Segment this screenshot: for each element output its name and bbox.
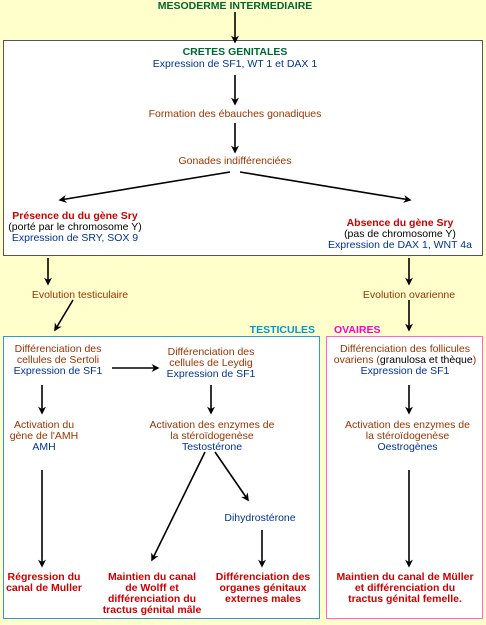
cretes-expression: Expression de SF1, WT 1 et DAX 1: [152, 58, 318, 70]
cretes-genitales-box: [3, 40, 483, 256]
arrow-to-dht: [214, 451, 249, 502]
organes-line3: externes males: [225, 593, 301, 605]
amh-line3: AMH: [32, 441, 56, 453]
dht-text: Dihydrostérone: [224, 512, 296, 524]
presence-note: (porté par le chromosome Y): [8, 221, 142, 233]
arrow-to-presence: [58, 171, 231, 203]
amh-line2: gène de l'AMH: [9, 430, 79, 442]
muller-line3: tractus génital femelle.: [348, 593, 462, 605]
testicules-title: TESTICULES: [249, 324, 315, 336]
absence-expression: Expression de DAX 1, WNT 4a: [328, 239, 472, 251]
follicules-line2: ovariens (granulosa et thèque): [333, 354, 477, 366]
cretes-title: CRETES GENITALES: [182, 46, 288, 58]
ovaires-box: [326, 336, 483, 619]
sertoli-line1: Différenciation des: [14, 343, 102, 355]
wolff-line4: tractus génital mâle: [102, 604, 202, 616]
muller-line1: Maintien du canal de Müller: [336, 571, 474, 583]
leydig-line3: Expression de SF1: [166, 368, 256, 380]
evolution-testiculaire: Evolution testiculaire: [31, 289, 129, 301]
enzymes-o-line2: la stéroïdogenèse: [365, 430, 450, 442]
arrow-to-wolff: [151, 451, 206, 562]
sertoli-line3: Expression de SF1: [13, 365, 103, 377]
absence-note: (pas de chromosome Y): [344, 228, 456, 240]
enzymes-o-line1: Activation des enzymes de: [345, 419, 470, 431]
wolff-line1: Maintien du canal: [107, 571, 197, 583]
amh-line1: Activation du: [13, 419, 75, 431]
presence-expression: Expression de SRY, SOX 9: [11, 232, 139, 244]
regression-line1: Régression du: [7, 571, 81, 583]
wolff-line3: différenciation du: [107, 593, 197, 605]
sertoli-line2: cellules de Sertoli: [16, 354, 100, 366]
regression-line2: canal de Muller: [6, 582, 82, 594]
gonades-text: Gonades indifférenciées: [178, 155, 292, 167]
enzymes-t-line2: la stéroïdogenèse: [170, 430, 254, 442]
presence-title: Présence du du gène Sry: [12, 210, 138, 222]
ovaires-title: OVAIRES: [334, 324, 381, 336]
arrow-to-absence: [239, 171, 412, 203]
muller-line2: et différenciation du: [354, 582, 456, 594]
organes-line2: organes génitaux: [219, 582, 307, 594]
follicules-line1: Différenciation des follicules: [340, 343, 470, 355]
mesoderme-title: MESODERME INTERMEDIAIRE: [157, 0, 313, 12]
wolff-line2: de Wolff et: [125, 582, 179, 594]
testicules-box: [3, 336, 320, 619]
follicules-line3: Expression de SF1: [360, 365, 450, 377]
leydig-line2: cellules de Leydig: [169, 357, 253, 369]
arrow-to-testicules: [54, 299, 74, 332]
formation-text: Formation des ébauches gonadiques: [148, 108, 322, 120]
enzymes-t-line1: Activation des enzymes de: [149, 419, 275, 431]
enzymes-o-line3: Oestrogènes: [377, 441, 438, 453]
absence-title: Absence du gène Sry: [346, 217, 454, 229]
leydig-line1: Différenciation des: [167, 346, 255, 358]
enzymes-t-line3: Testostérone: [181, 441, 243, 453]
organes-line1: Différenciation des: [215, 571, 311, 583]
evolution-ovarienne: Evolution ovarienne: [362, 289, 456, 301]
